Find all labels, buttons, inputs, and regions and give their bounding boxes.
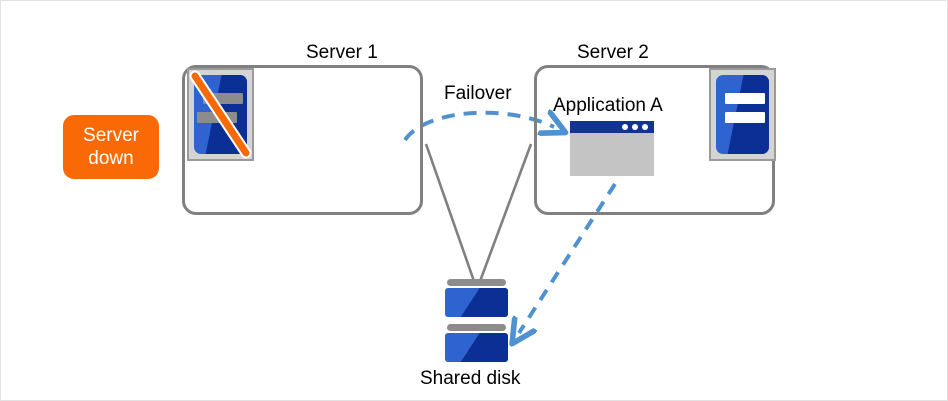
disk-unit (445, 279, 508, 317)
shared-disk-icon[interactable] (445, 279, 508, 362)
connector-server2-to-disk (477, 143, 533, 285)
window-dot-icon (622, 124, 628, 130)
failover-label: Failover (444, 83, 512, 104)
disk-body (445, 288, 508, 317)
server2-machine-icon (709, 68, 776, 161)
disk-cap (447, 279, 506, 286)
disk-access-arrow (519, 182, 617, 333)
server1-label: Server 1 (306, 42, 378, 63)
server1-machine-icon (187, 68, 254, 161)
application-window-titlebar (570, 121, 654, 133)
server-icon-body (716, 75, 769, 154)
application-label: Application A (553, 95, 663, 116)
disk-cap (447, 324, 506, 331)
server-icon-bar-top (725, 93, 765, 104)
disk-body (445, 333, 508, 362)
shared-disk-label: Shared disk (420, 368, 521, 389)
application-window-icon[interactable] (570, 121, 654, 176)
server-icon-bar-bottom (197, 112, 237, 123)
connector-server1-to-disk (424, 143, 477, 285)
window-dot-icon (642, 124, 648, 130)
server-icon-body (194, 75, 247, 154)
server-icon-bar-top (203, 93, 243, 104)
server-icon-bar-bottom (725, 112, 765, 123)
server-down-badge-line2: down (88, 148, 134, 169)
server2-label: Server 2 (577, 42, 649, 63)
server-down-badge-line1: Server (83, 125, 139, 146)
server-down-badge: Server down (63, 115, 159, 179)
window-dot-icon (632, 124, 638, 130)
disk-unit (445, 324, 508, 362)
failover-arrow (403, 113, 554, 142)
server1-box[interactable] (182, 65, 423, 215)
